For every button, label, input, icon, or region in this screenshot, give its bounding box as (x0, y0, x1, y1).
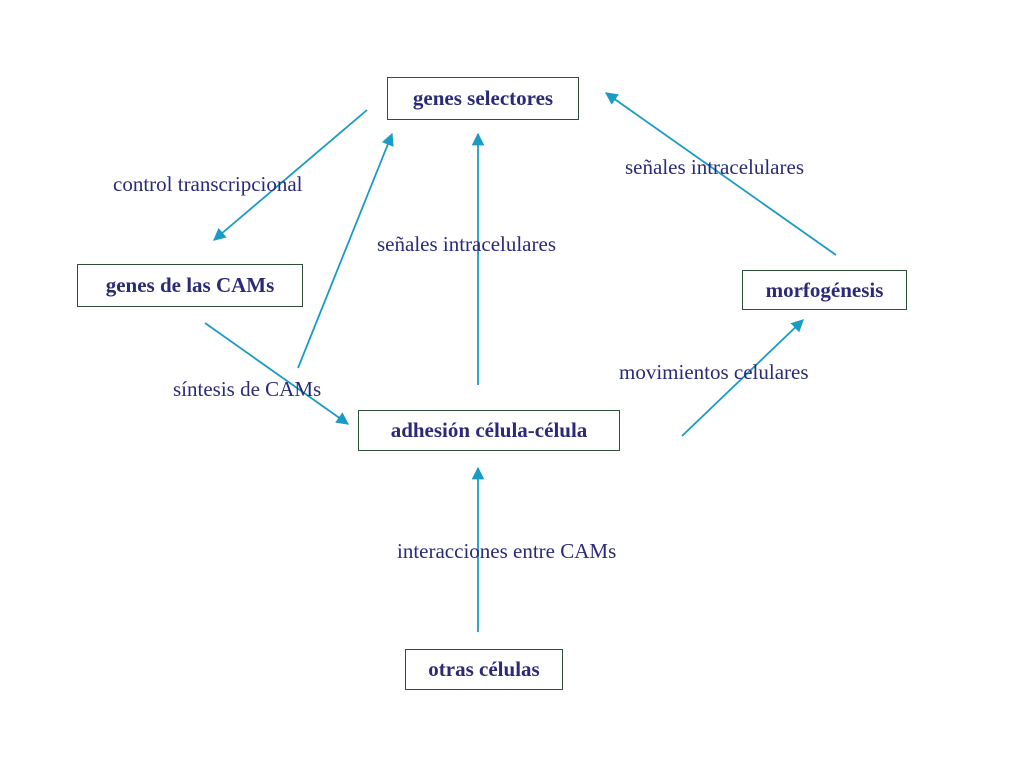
node-adhesion: adhesión célula-célula (358, 410, 620, 451)
label-senales-intracelulares-right: señales intracelulares (625, 155, 804, 179)
arrow-control-transcripcional (213, 109, 368, 241)
label-movimientos-celulares: movimientos celulares (619, 360, 809, 384)
label-interacciones-cams: interacciones entre CAMs (397, 539, 617, 563)
arrow-sintesis-to-selectores (297, 132, 394, 369)
arrow-sintesis-cams (204, 322, 350, 425)
label-sintesis-cams: síntesis de CAMs (173, 377, 322, 401)
node-genes-cams-label: genes de las CAMs (105, 273, 275, 297)
node-morfogenesis: morfogénesis (742, 270, 907, 310)
node-otras-celulas-label: otras células (428, 657, 540, 681)
arrow-senales-right (604, 92, 837, 256)
node-otras-celulas: otras células (405, 649, 563, 690)
node-genes-cams: genes de las CAMs (77, 264, 303, 307)
node-genes-selectores: genes selectores (387, 77, 579, 120)
node-genes-selectores-label: genes selectores (412, 86, 554, 110)
label-control-transcripcional: control transcripcional (113, 172, 303, 196)
node-morfogenesis-label: morfogénesis (765, 277, 884, 302)
label-senales-intracelulares-center: señales intracelulares (377, 232, 556, 256)
arrow-movimientos-celulares (681, 319, 804, 437)
node-adhesion-label: adhesión célula-célula (390, 418, 588, 442)
